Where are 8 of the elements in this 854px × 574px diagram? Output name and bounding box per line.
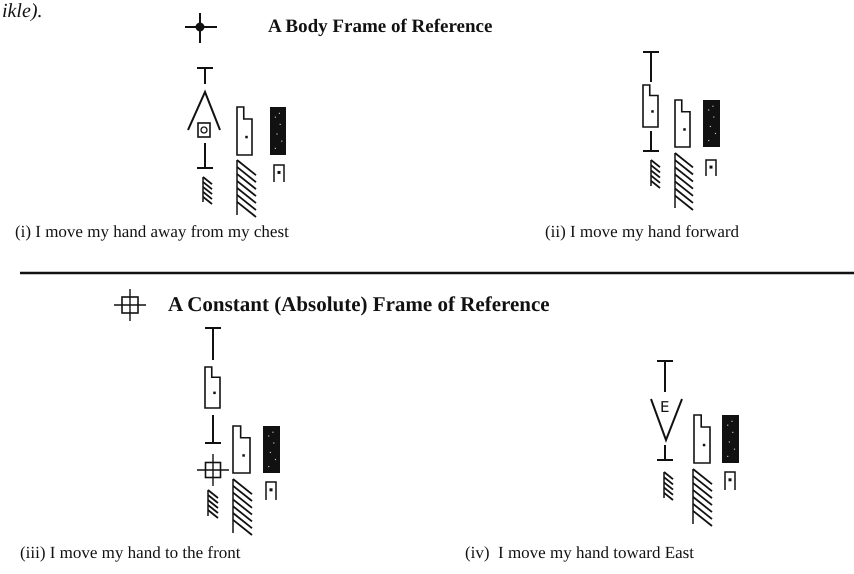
notation-letter: E (660, 400, 670, 415)
body-text: ikle). (2, 1, 43, 21)
caption: (i) I move my hand away from my chest (15, 221, 289, 243)
caption: (ii) I move my hand forward (545, 221, 740, 243)
caption: (iv) I move my hand toward East (465, 542, 694, 564)
heading: A Constant (Absolute) Frame of Reference (168, 291, 550, 318)
caption: (iii) I move my hand to the front (20, 542, 240, 564)
heading: A Body Frame of Reference (268, 15, 492, 39)
